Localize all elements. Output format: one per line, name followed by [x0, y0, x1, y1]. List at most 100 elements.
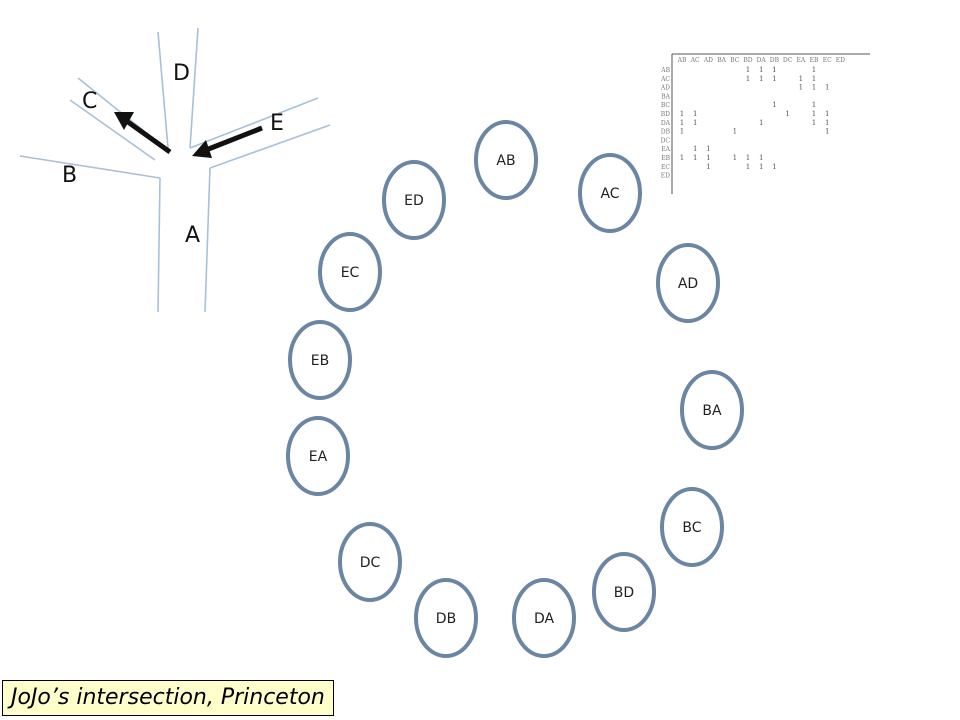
matrix-mark: 1	[746, 66, 750, 74]
matrix-mark: 1	[759, 119, 763, 127]
matrix-col-header: AD	[703, 57, 713, 64]
matrix-row-header: DC	[661, 137, 671, 144]
road-edge	[189, 27, 199, 149]
matrix-mark: 1	[825, 110, 829, 118]
node-circle	[592, 552, 656, 632]
matrix-mark: 1	[772, 75, 776, 83]
turn-node-ac: AC	[578, 153, 642, 233]
matrix-mark: 1	[680, 128, 684, 136]
matrix-mark: 1	[759, 75, 763, 83]
matrix-mark: 1	[812, 84, 816, 92]
matrix-mark: 1	[772, 101, 776, 109]
matrix-mark: 1	[759, 154, 763, 162]
matrix-mark: 1	[680, 154, 684, 162]
matrix-col-header: DA	[757, 57, 767, 64]
turn-node-bc: BC	[660, 487, 724, 567]
matrix-mark: 1	[772, 66, 776, 74]
matrix-row-header: DA	[661, 120, 671, 127]
node-label: AC	[600, 186, 619, 202]
matrix-mark: 1	[785, 110, 789, 118]
matrix-mark: 1	[706, 154, 710, 162]
matrix-row-header: EA	[661, 146, 670, 153]
road-label-a: A	[185, 223, 200, 248]
node-label: BA	[702, 403, 722, 419]
matrix-mark: 1	[812, 101, 816, 109]
road-edge	[209, 124, 331, 169]
matrix-row-header: EC	[661, 164, 670, 171]
matrix-mark: 1	[733, 128, 737, 136]
road-label-c: C	[82, 89, 97, 114]
road-edge	[157, 31, 169, 149]
matrix-row-header: EB	[661, 155, 670, 162]
node-label: BC	[682, 520, 701, 536]
node-circle	[680, 370, 744, 450]
node-circle	[578, 153, 642, 233]
matrix-row-header: AD	[660, 85, 670, 92]
node-circle	[286, 416, 350, 496]
road-edge	[69, 99, 156, 161]
matrix-mark: 1	[759, 66, 763, 74]
matrix-mark: 1	[812, 110, 816, 118]
node-circle	[318, 232, 382, 312]
matrix-mark: 1	[799, 75, 803, 83]
matrix-row-header: ED	[661, 173, 670, 180]
matrix-mark: 1	[825, 119, 829, 127]
matrix-col-header: BC	[730, 57, 740, 64]
turn-node-ed: ED	[382, 160, 446, 240]
intersection-sketch: D C E B A	[19, 27, 331, 313]
matrix-col-header: EB	[810, 57, 819, 64]
matrix-row-header: BC	[661, 102, 671, 109]
matrix-mark: 1	[825, 84, 829, 92]
matrix-row-header: DB	[661, 129, 671, 136]
matrix-mark: 1	[812, 66, 816, 74]
node-label: BD	[614, 585, 634, 601]
turn-node-db: DB	[414, 578, 478, 658]
node-circle	[656, 243, 720, 323]
node-circle	[382, 160, 446, 240]
matrix-mark: 1	[693, 119, 697, 127]
matrix-col-header: EA	[796, 57, 805, 64]
turn-node-bd: BD	[592, 552, 656, 632]
matrix-mark: 1	[746, 75, 750, 83]
matrix-mark: 1	[693, 154, 697, 162]
matrix-mark: 1	[772, 163, 776, 171]
matrix-mark: 1	[799, 84, 803, 92]
matrix-row-header: AB	[660, 67, 670, 74]
road-label-d: D	[173, 61, 190, 86]
node-label: AB	[496, 153, 515, 169]
matrix-mark: 1	[693, 145, 697, 153]
turn-node-da: DA	[512, 578, 576, 658]
turn-node-ad: AD	[656, 243, 720, 323]
turn-arrow-from-e	[205, 125, 263, 153]
road-edge	[157, 177, 161, 313]
matrix-mark: 1	[706, 145, 710, 153]
node-circle	[512, 578, 576, 658]
turn-node-dc: DC	[338, 522, 402, 602]
matrix-col-header: EC	[823, 57, 832, 64]
arrow-head-icon	[192, 140, 212, 158]
turn-arrow-to-c	[126, 119, 172, 155]
matrix-mark: 1	[746, 154, 750, 162]
matrix-col-header: AC	[690, 57, 700, 64]
road-edge	[19, 155, 161, 179]
turn-node-ab: AB	[474, 120, 538, 200]
matrix-mark: 1	[812, 75, 816, 83]
node-label: AD	[678, 276, 698, 292]
node-label: EA	[309, 449, 328, 465]
turn-node-ea: EA	[286, 416, 350, 496]
node-circle	[414, 578, 478, 658]
road-label-b: B	[62, 163, 77, 188]
matrix-col-header: DC	[783, 57, 793, 64]
road-label-e: E	[270, 111, 284, 136]
matrix-mark: 1	[733, 154, 737, 162]
matrix-col-header: DB	[770, 57, 780, 64]
matrix-col-header: BA	[717, 57, 726, 64]
node-circle	[660, 487, 724, 567]
turn-node-eb: EB	[288, 320, 352, 400]
matrix-col-header: BD	[743, 57, 752, 64]
node-label: EC	[341, 265, 360, 281]
node-circle	[288, 320, 352, 400]
